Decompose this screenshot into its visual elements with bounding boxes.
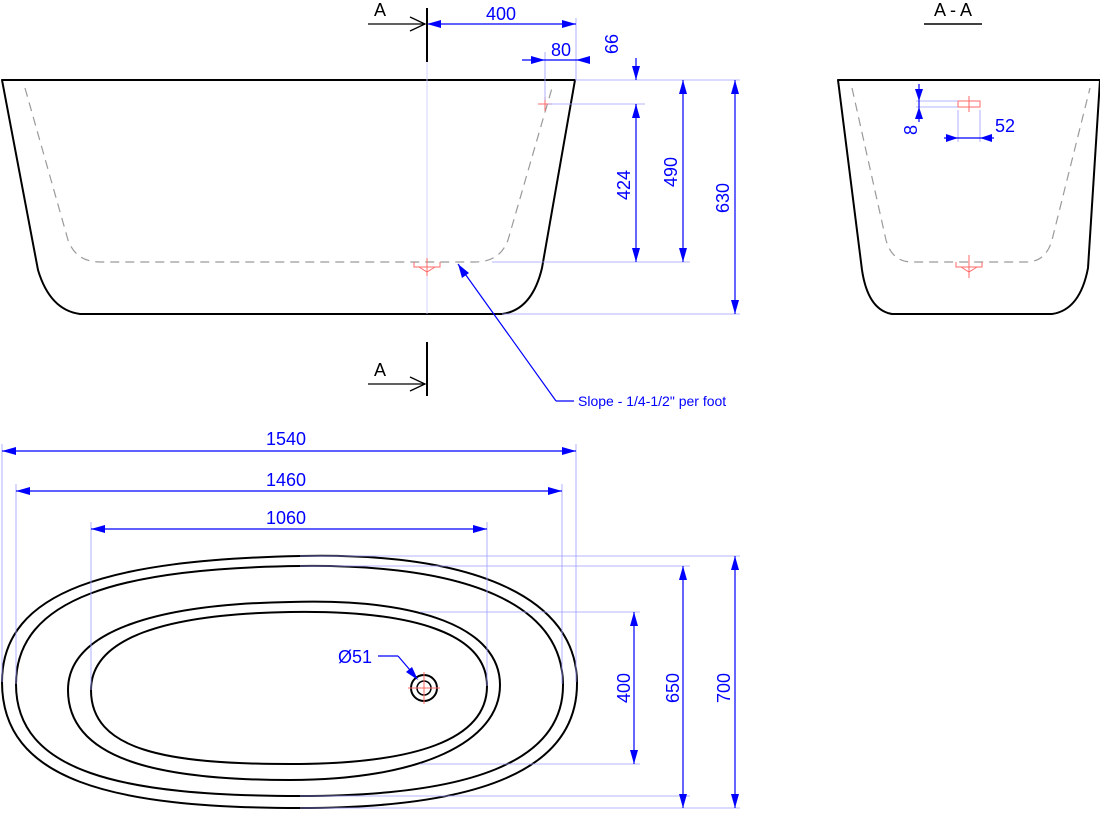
drain-center-mark [408, 672, 440, 704]
dim-basin-length: 1060 [266, 508, 306, 528]
elevation-inner-basin [24, 87, 553, 263]
plan-basin-outer [67, 600, 501, 781]
plan-basin-inner [90, 610, 488, 765]
dim-overflow-len: 52 [995, 116, 1015, 136]
front-elevation-view: 400 80 66 424 490 630 Slope - 1/4-1/2" p… [1, 4, 740, 409]
dim-rim-width: 650 [663, 673, 683, 703]
plan-view: 1540 1460 1060 Ø51 400 650 700 [1, 429, 740, 809]
dim-overall-width: 700 [714, 673, 734, 703]
dim-overflow-height: 424 [614, 170, 634, 200]
section-label-top: A [374, 0, 386, 20]
slope-leader [457, 263, 557, 402]
section-drain-mark [955, 255, 983, 278]
dim-basin-width: 400 [614, 673, 634, 703]
dim-overflow-top: 66 [602, 34, 622, 54]
section-inner-basin [851, 87, 1091, 263]
section-view-title: A - A [934, 0, 972, 20]
section-overflow-mark [957, 96, 981, 112]
dim-rim-length: 1460 [266, 470, 306, 490]
section-label-bottom: A [374, 360, 386, 380]
slope-note: Slope - 1/4-1/2" per foot [578, 393, 726, 409]
elevation-outline [1, 79, 576, 315]
dim-top-width: 400 [486, 4, 516, 24]
section-marker-bottom: A [368, 342, 428, 396]
dim-total-height: 630 [713, 183, 733, 213]
dim-inner-depth: 490 [661, 157, 681, 187]
section-marker-top: A [368, 0, 428, 62]
dim-drain-diameter: Ø51 [338, 647, 372, 667]
dim-overflow-offset: 80 [551, 40, 571, 60]
section-view: A - A 8 52 [837, 0, 1100, 315]
plan-inner-rim [15, 564, 565, 797]
elevation-drain-mark [413, 258, 441, 276]
section-outline [837, 79, 1100, 315]
dim-overflow-dia: 8 [901, 125, 921, 135]
dim-overall-length: 1540 [266, 429, 306, 449]
